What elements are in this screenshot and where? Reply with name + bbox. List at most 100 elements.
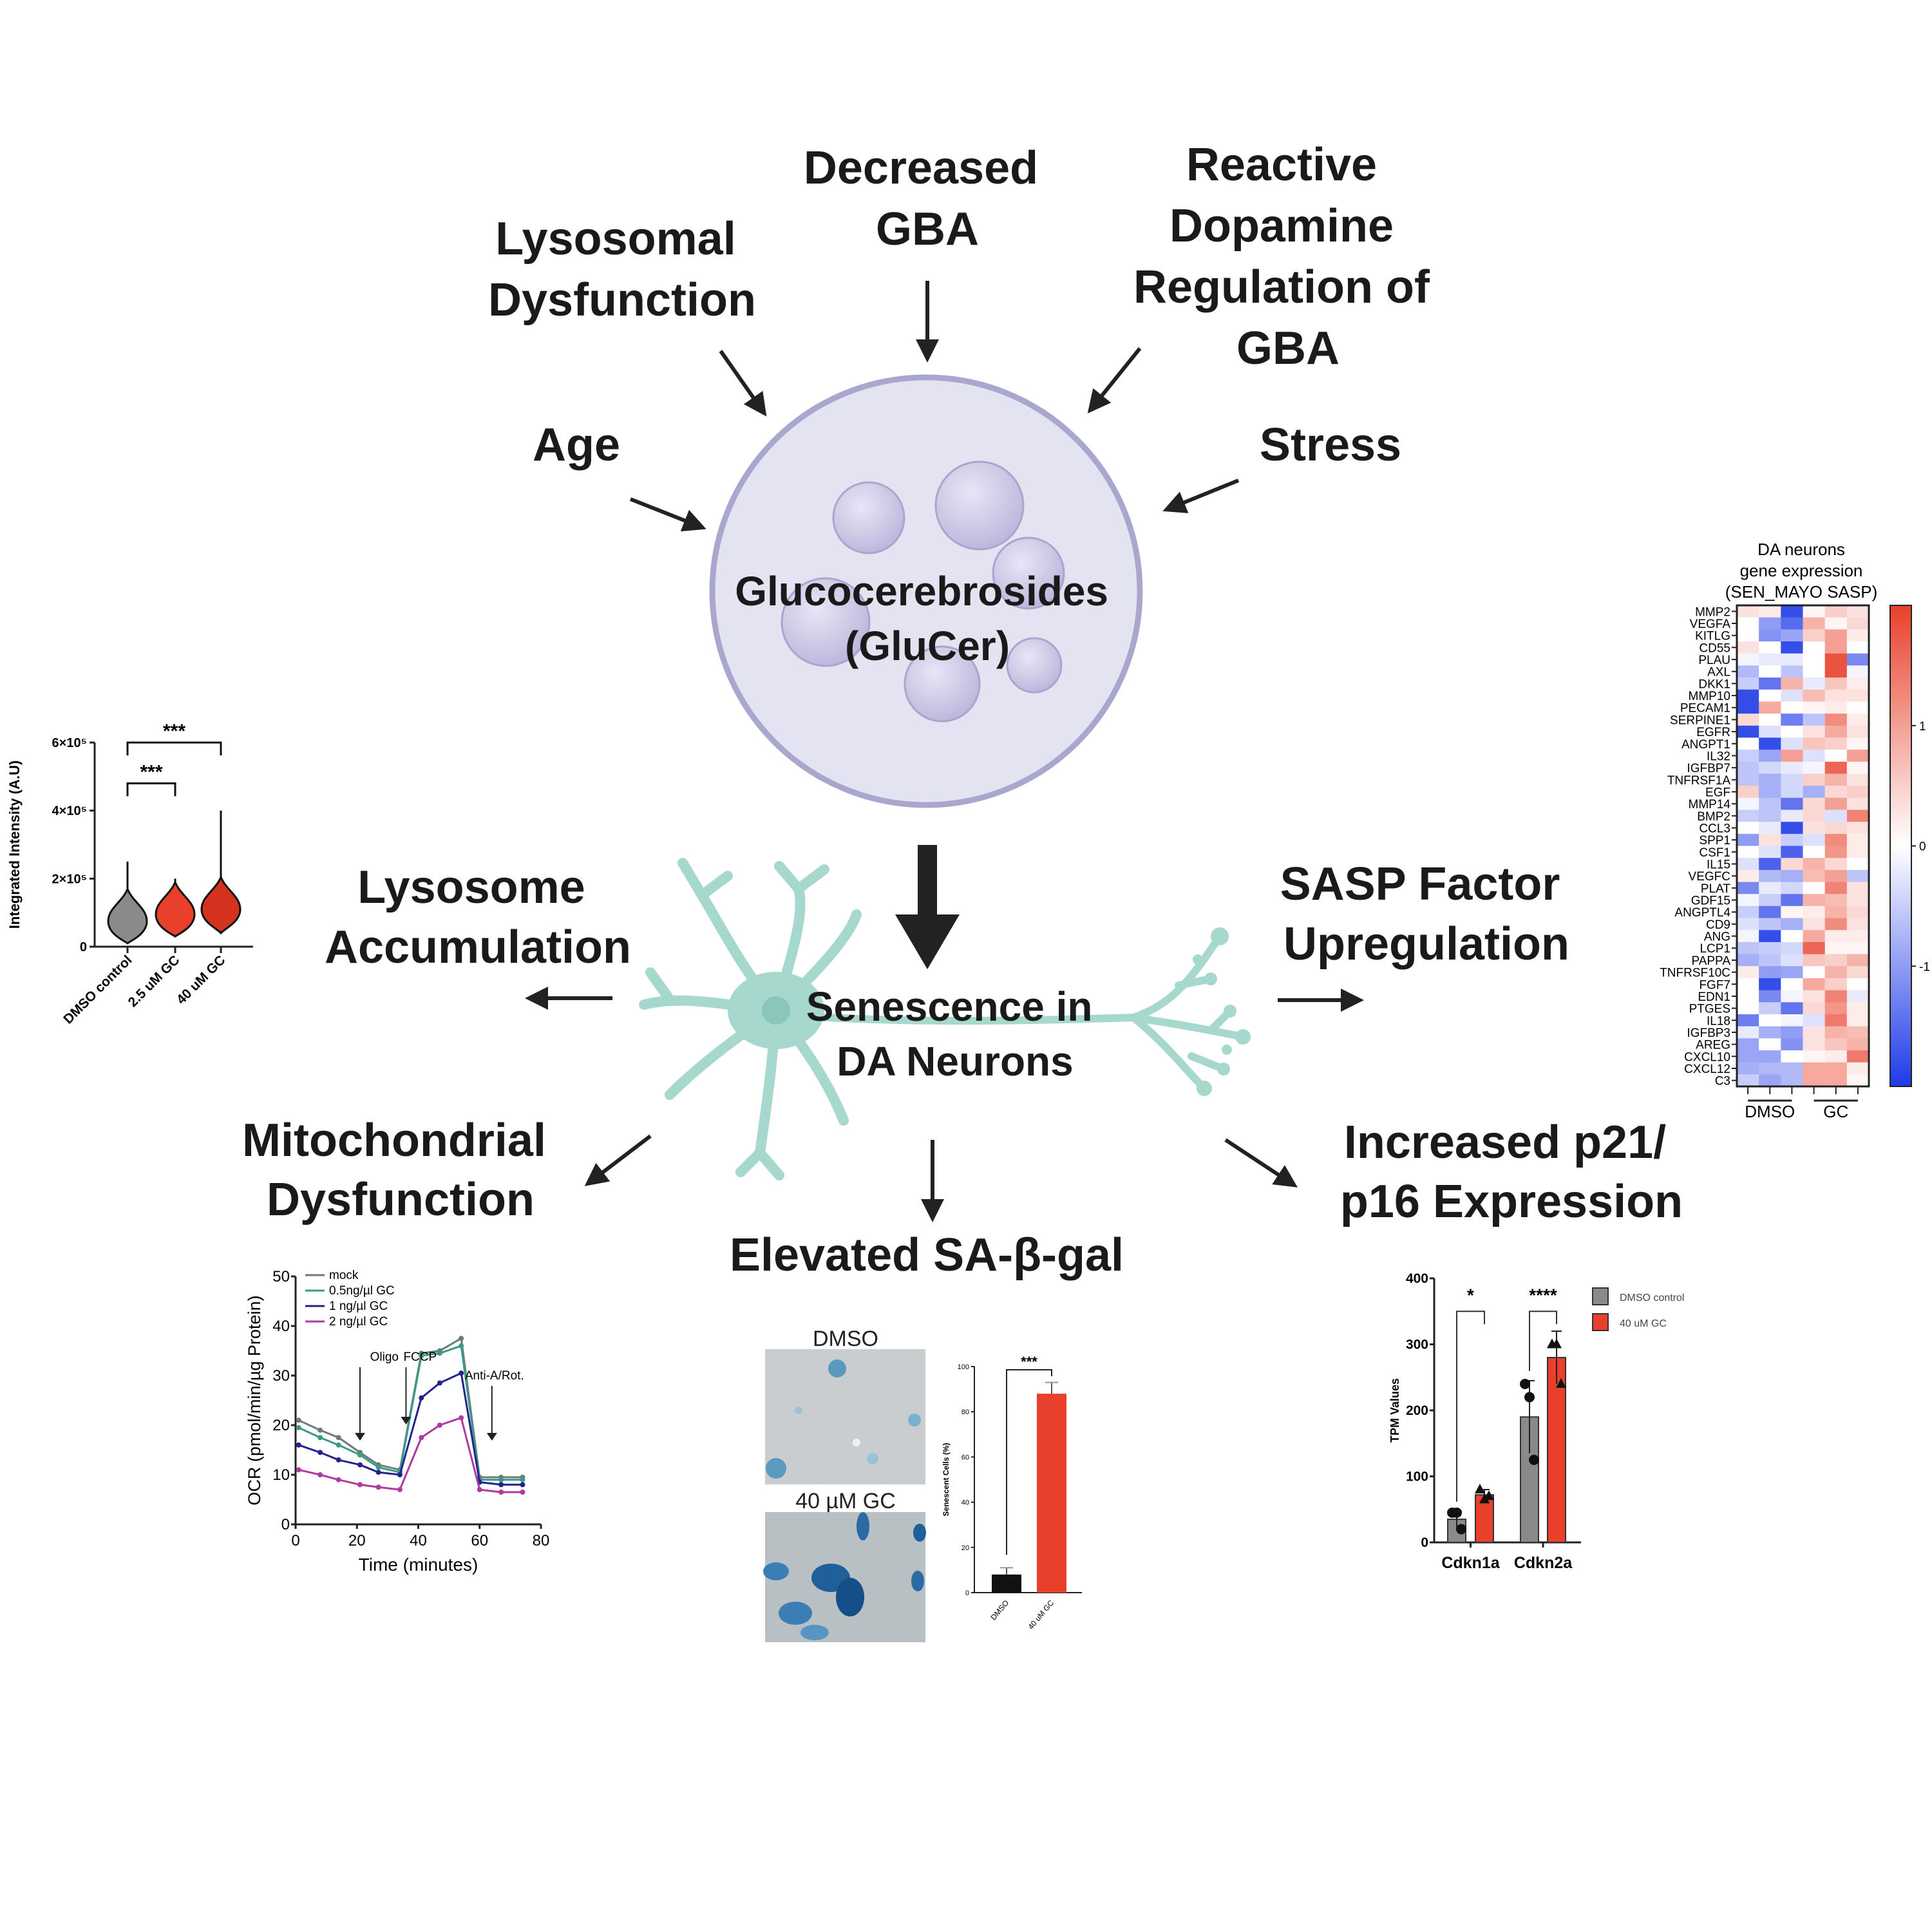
x-tick-label: Cdkn2a bbox=[1514, 1554, 1573, 1572]
vesicle-icon bbox=[1006, 637, 1063, 694]
row-label: PTGES bbox=[1689, 1003, 1730, 1016]
row-label: BMP2 bbox=[1697, 810, 1730, 824]
heatmap-cell bbox=[1803, 605, 1826, 618]
heatmap-cell bbox=[1824, 737, 1848, 750]
heatmap-cell bbox=[1846, 894, 1870, 907]
heatmap-cell bbox=[1846, 1026, 1870, 1039]
colorbar bbox=[1889, 605, 1912, 1087]
heatmap-cell bbox=[1781, 605, 1803, 618]
heatmap-cell bbox=[1803, 629, 1826, 642]
bar bbox=[1037, 1394, 1066, 1593]
y-tick-label: 200 bbox=[1406, 1403, 1428, 1418]
row-label: DKK1 bbox=[1698, 677, 1730, 691]
heatmap-cell bbox=[1781, 797, 1803, 810]
heatmap-cell bbox=[1824, 714, 1848, 726]
ocr-data-point bbox=[375, 1484, 381, 1490]
row-label: CD9 bbox=[1706, 918, 1730, 932]
label-age: Age bbox=[533, 419, 620, 471]
row-label: IL18 bbox=[1707, 1014, 1730, 1028]
heatmap-cell bbox=[1846, 1062, 1870, 1075]
vesicle-icon bbox=[832, 481, 905, 554]
heatmap-cell bbox=[1781, 641, 1803, 654]
y-tick-label: 60 bbox=[961, 1454, 969, 1461]
row-label: IL15 bbox=[1707, 858, 1730, 872]
heatmap-cell bbox=[1781, 773, 1803, 786]
big-down-arrow-icon bbox=[895, 845, 960, 969]
arrowhead-icon bbox=[401, 1417, 412, 1425]
heatmap-cell bbox=[1803, 1014, 1826, 1027]
bar bbox=[1547, 1357, 1566, 1543]
legend-label: mock bbox=[329, 1269, 359, 1282]
heatmap-cell bbox=[1846, 1014, 1870, 1027]
glucer-cell-icon bbox=[709, 374, 1143, 808]
heatmap-cell bbox=[1781, 990, 1803, 1003]
row-label: CXCL12 bbox=[1684, 1063, 1730, 1076]
row-label: PECAM1 bbox=[1680, 702, 1730, 715]
y-tick-label: 4×10⁵ bbox=[52, 804, 87, 819]
heatmap-cell bbox=[1846, 786, 1870, 799]
ocr-data-point bbox=[296, 1442, 301, 1448]
heatmap-cell bbox=[1824, 773, 1848, 786]
ocr-data-point bbox=[375, 1470, 381, 1475]
heatmap-cell bbox=[1824, 905, 1848, 919]
heatmap-cell bbox=[1737, 954, 1759, 967]
label-decreased-gba: Decreased GBA bbox=[804, 142, 1051, 255]
heatmap-cell bbox=[1824, 1074, 1848, 1087]
y-tick-label: 20 bbox=[272, 1417, 290, 1434]
heatmap-cell bbox=[1846, 689, 1870, 702]
heatmap-cell bbox=[1781, 918, 1803, 931]
heatmap-cell bbox=[1846, 677, 1870, 690]
heatmap-cell bbox=[1781, 858, 1803, 871]
heatmap-cell bbox=[1803, 822, 1826, 835]
heatmap-cell bbox=[1846, 942, 1870, 955]
neuron-icon bbox=[639, 858, 1251, 1180]
arrow-to-mitochondrial bbox=[584, 1134, 652, 1186]
x-tick-label: Cdkn1a bbox=[1441, 1554, 1500, 1572]
heatmap-cell bbox=[1824, 1002, 1848, 1015]
heatmap-cell bbox=[1803, 833, 1826, 846]
heatmap-cell bbox=[1824, 797, 1848, 810]
heatmap-cell bbox=[1759, 990, 1781, 1003]
group-label: DMSO bbox=[1745, 1102, 1795, 1121]
heatmap-cell bbox=[1803, 1074, 1826, 1087]
heatmap-cell bbox=[1737, 810, 1759, 822]
data-point bbox=[1475, 1484, 1485, 1493]
y-tick-label: 0 bbox=[80, 940, 87, 954]
legend-label: 40 uM GC bbox=[1620, 1318, 1667, 1329]
heatmap-cell bbox=[1737, 1074, 1759, 1087]
heatmap-cell bbox=[1759, 617, 1781, 630]
ocr-data-point bbox=[437, 1380, 442, 1386]
heatmap-cell bbox=[1759, 750, 1781, 762]
y-tick-label: 2×10⁵ bbox=[52, 872, 87, 886]
heatmap-cell bbox=[1781, 665, 1803, 678]
ocr-data-point bbox=[317, 1435, 323, 1441]
heatmap-cell bbox=[1781, 869, 1803, 883]
heatmap-cell bbox=[1846, 810, 1870, 822]
significance-bracket bbox=[1456, 1311, 1485, 1502]
row-label: SPP1 bbox=[1699, 834, 1730, 848]
ocr-data-point bbox=[336, 1457, 341, 1463]
heatmap-cell bbox=[1846, 1050, 1870, 1063]
heatmap-cell bbox=[1737, 629, 1759, 642]
data-point bbox=[1524, 1392, 1535, 1403]
heatmap-cell bbox=[1824, 605, 1848, 618]
heatmap-cell bbox=[1846, 797, 1870, 810]
label-reactive-dopamine: Reactive Dopamine Regulation of GBA bbox=[1133, 139, 1443, 374]
heatmap-cell bbox=[1737, 1062, 1759, 1075]
row-label: AXL bbox=[1707, 666, 1730, 679]
heatmap-cell bbox=[1824, 629, 1848, 642]
x-tick-label: 20 bbox=[348, 1532, 366, 1549]
heatmap-cell bbox=[1759, 954, 1781, 967]
heatmap-cell bbox=[1803, 882, 1826, 895]
ocr-series-line bbox=[298, 1344, 523, 1481]
ocr-data-point bbox=[459, 1370, 464, 1376]
heatmap-cell bbox=[1824, 786, 1848, 799]
heatmap-cell bbox=[1759, 822, 1781, 835]
heatmap-cell bbox=[1803, 725, 1826, 738]
arrow-to-p21 bbox=[1224, 1138, 1298, 1188]
label-glucer: Glucocerebrosides (GluCer) bbox=[735, 568, 1120, 669]
y-axis-label: TPM Values bbox=[1388, 1378, 1401, 1443]
ocr-data-point bbox=[520, 1489, 526, 1495]
